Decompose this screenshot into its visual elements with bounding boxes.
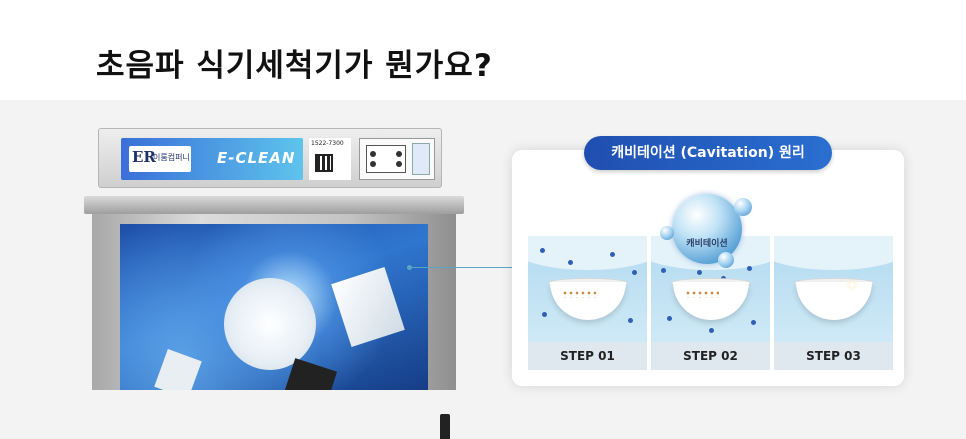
handle-icon	[440, 414, 450, 439]
connector-line	[410, 267, 512, 268]
machine-top-panel: ER 이룸컴퍼니 E-CLEAN 1522-7300	[98, 128, 442, 188]
qr-code-icon	[315, 154, 333, 172]
step-label-bar	[774, 342, 893, 370]
bubble-icon	[751, 320, 756, 325]
principle-heading: 캐비테이션 (Cavitation) 원리	[611, 145, 805, 161]
bubble-icon	[632, 270, 637, 275]
bubble-icon	[660, 226, 674, 240]
bubble-icon	[542, 312, 547, 317]
bubble-icon	[718, 252, 734, 268]
step-panel-3: STEP 03	[774, 208, 893, 370]
bubble-icon	[734, 198, 752, 216]
bubble-icon	[697, 270, 702, 275]
step-label: STEP 02	[683, 349, 738, 363]
control-screen	[366, 145, 406, 173]
bubble-icon	[667, 316, 672, 321]
principle-heading-pill: 캐비테이션 (Cavitation) 원리	[584, 136, 832, 170]
brand-logo: ER	[132, 148, 156, 166]
bubble-icon	[568, 260, 573, 265]
machine-label-plate: ER 이룸컴퍼니 E-CLEAN	[121, 138, 303, 180]
control-button-icon	[370, 161, 376, 167]
bubble-icon	[540, 248, 545, 253]
bubble-icon	[628, 318, 633, 323]
dirt-particles	[562, 290, 596, 298]
machine-lid	[84, 196, 464, 214]
water-tank-window	[120, 224, 428, 390]
control-button-icon	[396, 151, 402, 157]
connector-dot	[407, 265, 412, 270]
model-name: E-CLEAN	[217, 149, 296, 167]
control-button-icon	[370, 151, 376, 157]
machine-body	[92, 214, 456, 439]
control-panel	[359, 138, 435, 180]
control-side-panel	[412, 143, 430, 175]
brand-name: 이룸컴퍼니	[153, 153, 190, 162]
wave-top	[528, 208, 647, 236]
ultrasonic-dishwasher-image: ER 이룸컴퍼니 E-CLEAN 1522-7300	[84, 128, 464, 439]
bubble-icon	[661, 268, 666, 273]
plate-image	[224, 278, 316, 370]
phone-number: 1522-7300	[311, 140, 344, 147]
step-panel-1: STEP 01	[528, 208, 647, 370]
wave-top	[774, 208, 893, 236]
step-label: STEP 03	[806, 349, 861, 363]
phone-sticker: 1522-7300	[309, 138, 351, 180]
sparkle-icon: ✦	[846, 278, 858, 294]
bubble-icon	[610, 252, 615, 257]
bubble-icon	[709, 328, 714, 333]
cavitation-bubble-label: 캐비테이션	[686, 239, 728, 249]
page-title: 초음파 식기세척기가 뭔가요?	[96, 48, 493, 84]
control-button-icon	[396, 161, 402, 167]
dirt-particles	[685, 290, 719, 298]
dish-image	[331, 266, 405, 348]
step-label: STEP 01	[560, 349, 615, 363]
dish-image	[154, 349, 202, 390]
step-label-bar	[651, 342, 770, 370]
brand-box: ER 이룸컴퍼니	[129, 146, 191, 172]
bubble-icon	[747, 266, 752, 271]
step-label-bar	[528, 342, 647, 370]
